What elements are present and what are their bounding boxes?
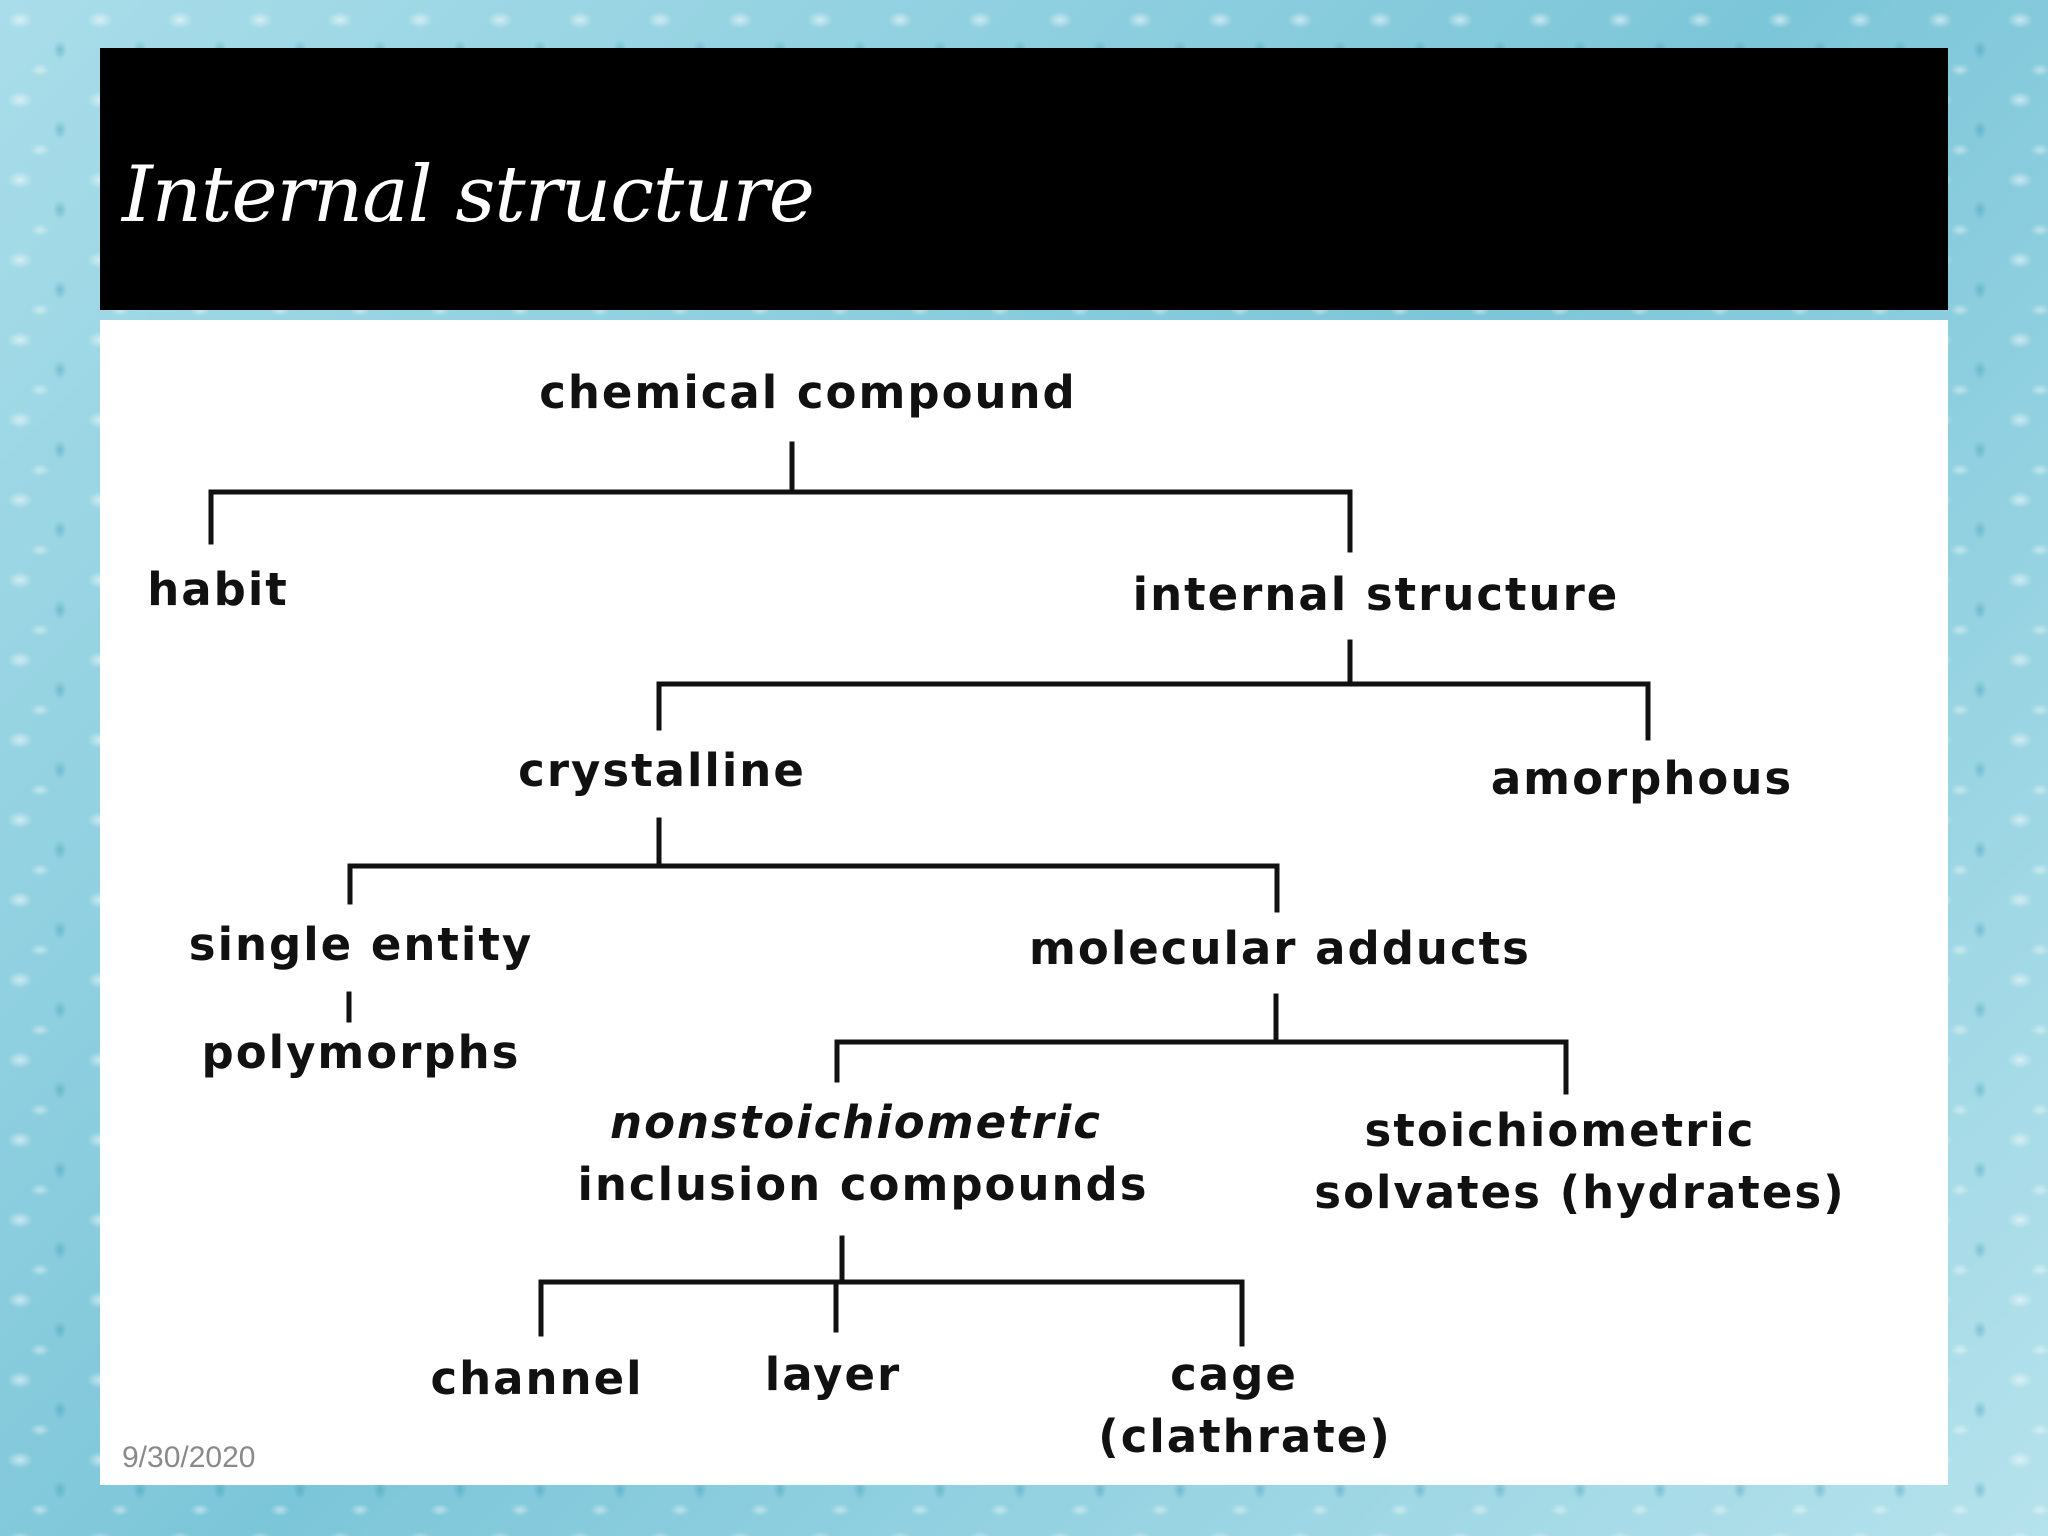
node-molecular-adducts: molecular adducts [1029, 922, 1531, 975]
slide-title: Internal structure [122, 150, 815, 240]
node-cage-line1: cage [1170, 1348, 1298, 1401]
node-polymorphs: polymorphs [202, 1026, 521, 1079]
edge-root [208, 441, 1353, 553]
node-chemical-compound: chemical compound [539, 366, 1077, 419]
tree-labels: chemical compound habit internal structu… [147, 366, 1845, 1463]
node-internal-structure: internal structure [1133, 568, 1620, 621]
node-nonstoichiometric-line1: nonstoichiometric [610, 1096, 1102, 1149]
node-amorphous: amorphous [1491, 752, 1793, 805]
node-layer: layer [765, 1348, 901, 1401]
edge-internal-structure [656, 639, 1651, 741]
node-stoichiometric-line1: stoichiometric [1365, 1104, 1756, 1157]
content-panel: chemical compound habit internal structu… [100, 320, 1948, 1485]
classification-tree-diagram: chemical compound habit internal structu… [147, 366, 1845, 1463]
edge-crystalline [347, 817, 1280, 913]
edge-molecular-adducts [834, 993, 1569, 1095]
node-cage-line2: (clathrate) [1098, 1410, 1392, 1463]
node-habit: habit [147, 563, 289, 616]
node-nonstoichiometric-line2: inclusion compounds [577, 1158, 1148, 1211]
slide-date: 9/30/2020 [122, 1441, 256, 1474]
node-crystalline: crystalline [518, 744, 806, 797]
node-channel: channel [430, 1352, 643, 1405]
title-bar: Internal structure [100, 48, 1948, 310]
tree-connectors [208, 441, 1651, 1347]
node-stoichiometric-line2: solvates (hydrates) [1314, 1166, 1845, 1219]
node-single-entity: single entity [189, 918, 533, 971]
edge-nonstoichiometric [538, 1235, 1245, 1347]
